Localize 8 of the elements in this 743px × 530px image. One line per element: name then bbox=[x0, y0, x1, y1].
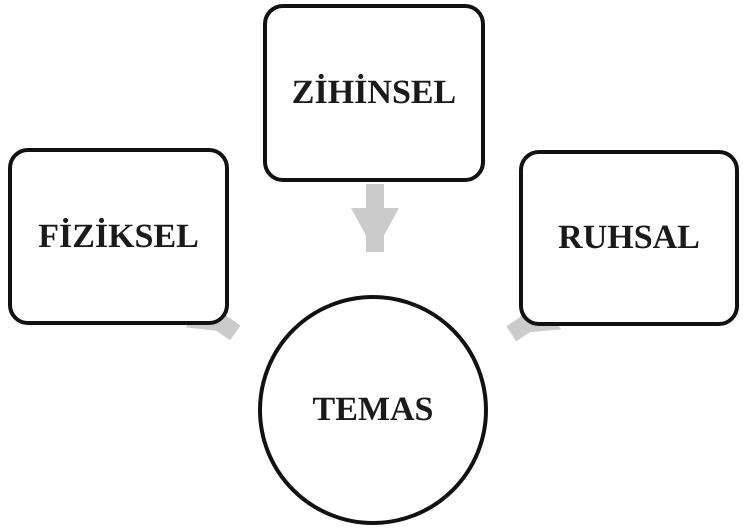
rounded-box bbox=[519, 150, 739, 326]
rounded-box bbox=[263, 4, 485, 182]
node-label: FİZİKSEL bbox=[38, 218, 199, 256]
node-label: TEMAS bbox=[312, 391, 434, 429]
node-label: RUHSAL bbox=[558, 219, 700, 257]
arrow bbox=[351, 184, 399, 252]
rounded-box bbox=[8, 148, 229, 325]
node-label: ZİHİNSEL bbox=[292, 74, 456, 112]
